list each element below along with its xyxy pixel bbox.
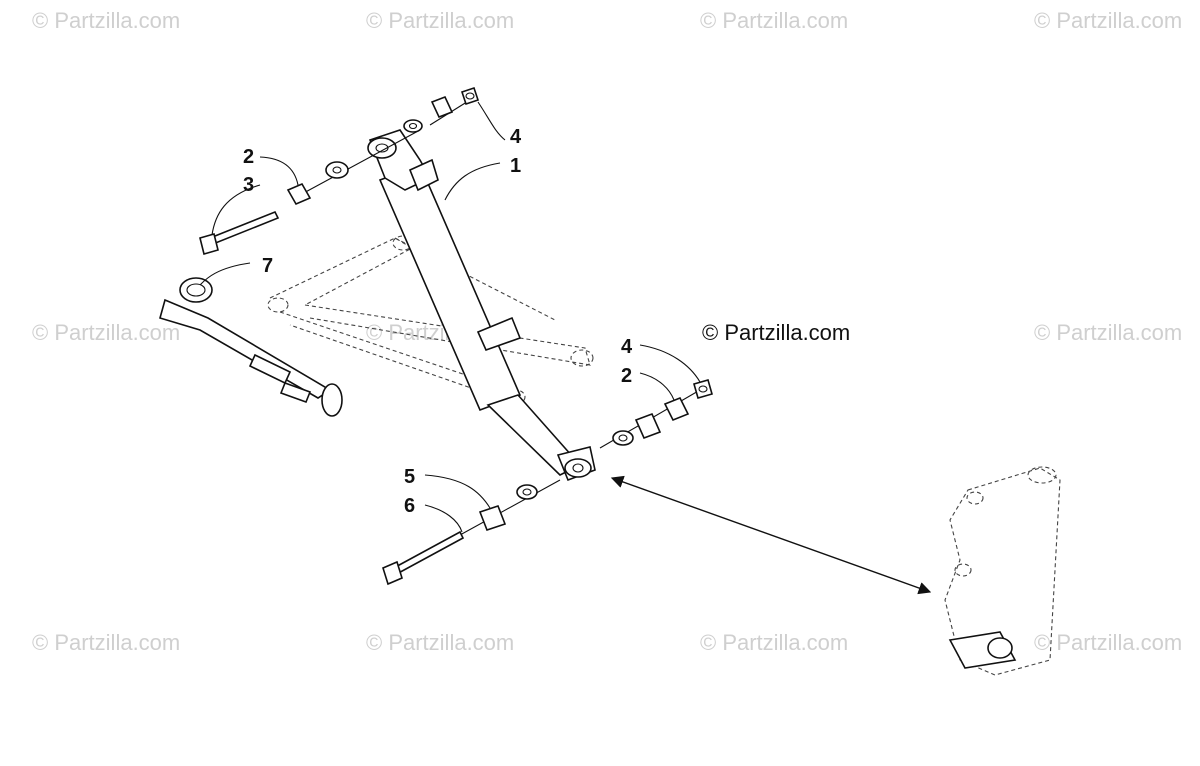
washer-icon xyxy=(325,161,349,179)
watermark: © Partzilla.com xyxy=(1034,320,1182,345)
bushing-icon xyxy=(663,396,690,422)
tool-icon xyxy=(159,277,343,417)
watermark: © Partzilla.com xyxy=(366,8,514,33)
bushing-icon xyxy=(634,412,662,440)
bolt-icon xyxy=(382,530,465,586)
callout-3: 3 xyxy=(243,174,254,196)
washer-icon xyxy=(612,430,634,446)
callout-5: 5 xyxy=(404,466,415,488)
nut-icon xyxy=(693,379,713,399)
callout-2-bottom: 2 xyxy=(621,365,632,387)
watermark: © Partzilla.com xyxy=(1034,8,1182,33)
callout-4-top: 4 xyxy=(510,126,522,148)
bushing-icon xyxy=(430,95,454,119)
bushing-icon xyxy=(478,505,507,531)
leader-lines xyxy=(199,101,701,533)
watermark: © Partzilla.com xyxy=(700,630,848,655)
watermark: © Partzilla.com xyxy=(700,8,848,33)
callout-7: 7 xyxy=(262,255,273,277)
bottom-hardware xyxy=(382,379,713,586)
watermark: © Partzilla.com xyxy=(366,630,514,655)
watermark: © Partzilla.com xyxy=(32,8,180,33)
bushing-icon xyxy=(286,182,312,206)
top-hardware xyxy=(199,86,480,255)
spindle-icon xyxy=(944,466,1061,676)
watermark: © Partzilla.com xyxy=(32,320,180,345)
callout-6: 6 xyxy=(404,495,415,517)
callouts: 4 1 2 3 7 4 2 5 6 xyxy=(243,126,633,517)
watermark: © Partzilla.com xyxy=(32,630,180,655)
callout-1: 1 xyxy=(510,155,521,177)
callout-4-bottom: 4 xyxy=(621,336,633,358)
nut-icon xyxy=(460,86,480,106)
double-arrow-icon xyxy=(610,475,932,595)
watermark: © Partzilla.com xyxy=(1034,630,1182,655)
copyright-credit: © Partzilla.com xyxy=(702,320,850,345)
shock-absorber-icon xyxy=(367,129,596,482)
callout-2-top: 2 xyxy=(243,146,254,168)
washer-icon xyxy=(403,119,423,133)
washer-icon xyxy=(516,484,538,500)
bolt-icon xyxy=(199,210,280,255)
